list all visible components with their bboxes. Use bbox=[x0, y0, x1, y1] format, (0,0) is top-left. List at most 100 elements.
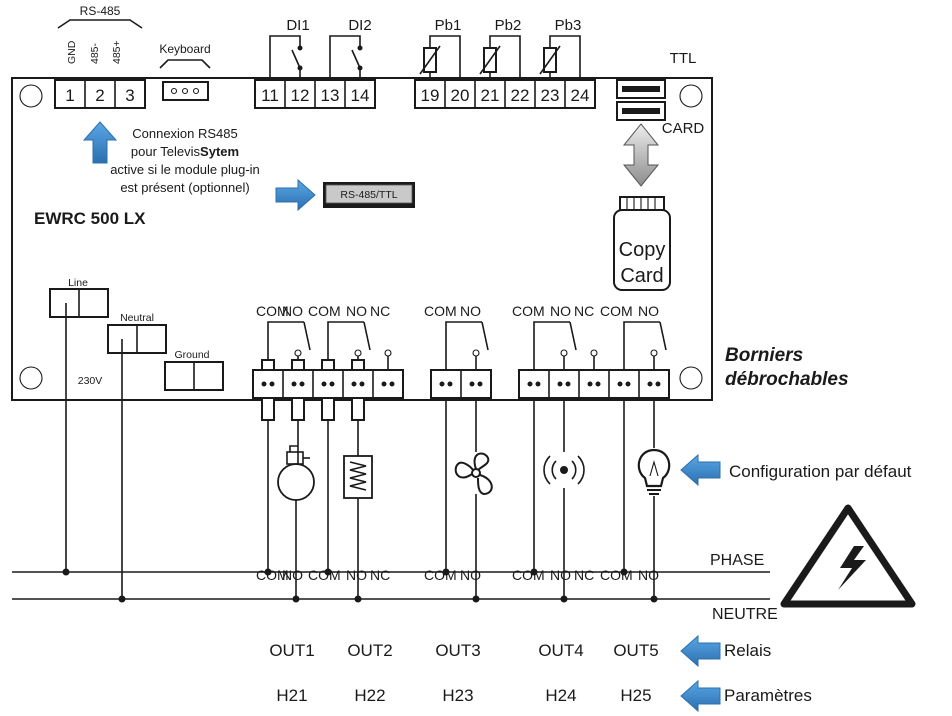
svg-text:NO: NO bbox=[638, 567, 659, 583]
relay-common-wire bbox=[533, 321, 570, 370]
removable-note-line1: Borniers bbox=[725, 345, 803, 366]
relay-common-wire bbox=[267, 321, 304, 370]
default-config-arrow bbox=[680, 453, 721, 487]
pb1-label: Pb1 bbox=[435, 17, 462, 34]
plug-pin-bottom bbox=[351, 397, 365, 421]
pb3-probe bbox=[539, 35, 581, 80]
copy-card-line1: Copy bbox=[619, 239, 666, 261]
relay-out3 bbox=[445, 321, 489, 370]
relay-no-contact bbox=[472, 349, 480, 357]
relay-no-contact bbox=[560, 349, 568, 357]
rs485-bracket bbox=[57, 19, 143, 29]
high-voltage-warning-icon bbox=[780, 504, 916, 608]
rs485-ttl-module: RS-485/TTL bbox=[323, 182, 415, 208]
transfer-double-arrow bbox=[622, 123, 660, 187]
pb3-label: Pb3 bbox=[555, 17, 582, 34]
svg-text:NO: NO bbox=[346, 303, 367, 319]
terminal-12: 12 bbox=[291, 86, 310, 105]
junction-dot bbox=[264, 568, 272, 576]
screw-dot bbox=[447, 381, 453, 387]
phase-label: PHASE bbox=[710, 552, 764, 569]
block-out1-out2 bbox=[252, 369, 404, 399]
h23-label: H23 bbox=[442, 686, 473, 705]
screw-dot bbox=[381, 381, 387, 387]
relay-no-contact bbox=[294, 349, 302, 357]
svg-text:NO: NO bbox=[460, 303, 481, 319]
relay-switch-blade bbox=[303, 321, 311, 351]
compressor-icon bbox=[277, 445, 315, 501]
bottom-contact-labels: COM NO COM NO NC COM NO COM NO NC COM NO bbox=[256, 567, 659, 583]
screw-dot bbox=[389, 381, 395, 387]
screw-dot bbox=[299, 381, 305, 387]
svg-text:NC: NC bbox=[574, 567, 594, 583]
mount-hole-bottom-left bbox=[19, 366, 43, 390]
di1-switch bbox=[269, 35, 303, 80]
screw-dot bbox=[439, 381, 445, 387]
screw-dot bbox=[625, 381, 631, 387]
di2-switch bbox=[329, 35, 363, 80]
junction-dot bbox=[650, 595, 658, 603]
alarm-icon bbox=[543, 455, 585, 485]
copy-card: Copy Card bbox=[613, 196, 671, 291]
relay-out4 bbox=[533, 321, 598, 370]
svg-text:NO: NO bbox=[282, 303, 303, 319]
ground-label: Ground bbox=[174, 349, 209, 361]
screw-dot bbox=[477, 381, 483, 387]
junction-dot bbox=[472, 595, 480, 603]
heater-icon bbox=[343, 455, 373, 499]
di1-label: DI1 bbox=[286, 17, 309, 34]
parametres-label: Paramètres bbox=[724, 686, 812, 705]
junction-dot bbox=[620, 568, 628, 576]
relais-arrow bbox=[680, 634, 721, 668]
neutral-line-label: NEUTRE bbox=[712, 606, 778, 623]
junction-dot bbox=[560, 595, 568, 603]
plug-pin-top bbox=[291, 359, 305, 371]
svg-text:COM: COM bbox=[256, 303, 289, 319]
pin-485-plus: 485+ bbox=[111, 40, 123, 64]
relais-label: Relais bbox=[724, 641, 771, 660]
rs485-note-line3: active si le module plug-in bbox=[110, 162, 260, 177]
h21-label: H21 bbox=[276, 686, 307, 705]
svg-text:COM: COM bbox=[512, 303, 545, 319]
model-name: EWRC 500 LX bbox=[34, 209, 146, 228]
default-config-label: Configuration par défaut bbox=[729, 462, 912, 481]
terminal-21: 21 bbox=[481, 86, 500, 105]
neutral-label: Neutral bbox=[120, 312, 154, 324]
h24-label: H24 bbox=[545, 686, 576, 705]
ttl-label: TTL bbox=[670, 50, 697, 67]
mount-hole-top-right bbox=[679, 84, 703, 108]
svg-text:NC: NC bbox=[370, 303, 390, 319]
svg-text:COM: COM bbox=[308, 303, 341, 319]
screw-dot bbox=[329, 381, 335, 387]
h25-label: H25 bbox=[620, 686, 651, 705]
terminal-2: 2 bbox=[95, 86, 104, 105]
ttl-connector bbox=[616, 79, 666, 121]
card-label: CARD bbox=[662, 120, 705, 137]
screw-dot bbox=[527, 381, 533, 387]
relay-no-contact bbox=[354, 349, 362, 357]
relay-common-wire bbox=[445, 321, 482, 370]
relay-switch-blade bbox=[569, 321, 577, 351]
rs485-title: RS-485 bbox=[80, 4, 121, 18]
pb2-label: Pb2 bbox=[495, 17, 522, 34]
svg-text:COM: COM bbox=[512, 567, 545, 583]
di2-label: DI2 bbox=[348, 17, 371, 34]
output-wiring bbox=[264, 398, 658, 603]
pin-485-minus: 485- bbox=[89, 42, 101, 64]
parametres-arrow bbox=[680, 679, 721, 713]
terminal-1: 1 bbox=[65, 86, 74, 105]
svg-text:COM: COM bbox=[424, 303, 457, 319]
h22-label: H22 bbox=[354, 686, 385, 705]
junction-dot bbox=[292, 595, 300, 603]
svg-text:NO: NO bbox=[550, 567, 571, 583]
terminal-block-probes: 19 20 21 22 23 24 bbox=[414, 79, 596, 109]
terminal-neutral bbox=[107, 324, 167, 354]
relay-common-wire bbox=[327, 321, 364, 370]
svg-text:NO: NO bbox=[282, 567, 303, 583]
junction-dot bbox=[442, 568, 450, 576]
rs485-up-arrow bbox=[82, 121, 118, 164]
terminal-13: 13 bbox=[321, 86, 340, 105]
plug-pin-top bbox=[321, 359, 335, 371]
